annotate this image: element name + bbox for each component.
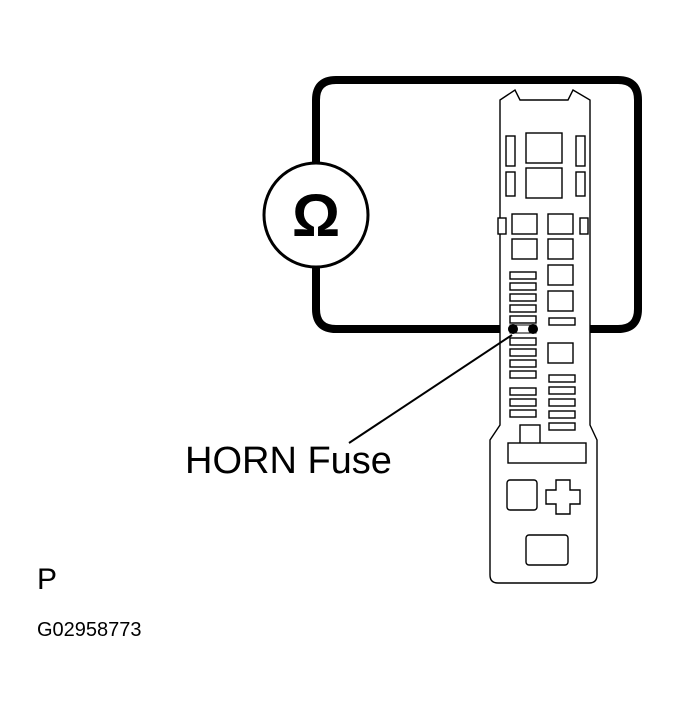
fuse-block [489, 88, 598, 584]
figure-code: G02958773 [37, 619, 142, 641]
horn-fuse [509, 324, 537, 334]
callout-leader-line [348, 334, 513, 444]
ohmmeter: Ω [262, 161, 370, 269]
horn-fuse-label: HORN Fuse [185, 440, 392, 482]
test-lead-loop [312, 76, 642, 333]
view-letter: P [37, 563, 58, 596]
ohm-symbol-icon: Ω [292, 182, 340, 249]
